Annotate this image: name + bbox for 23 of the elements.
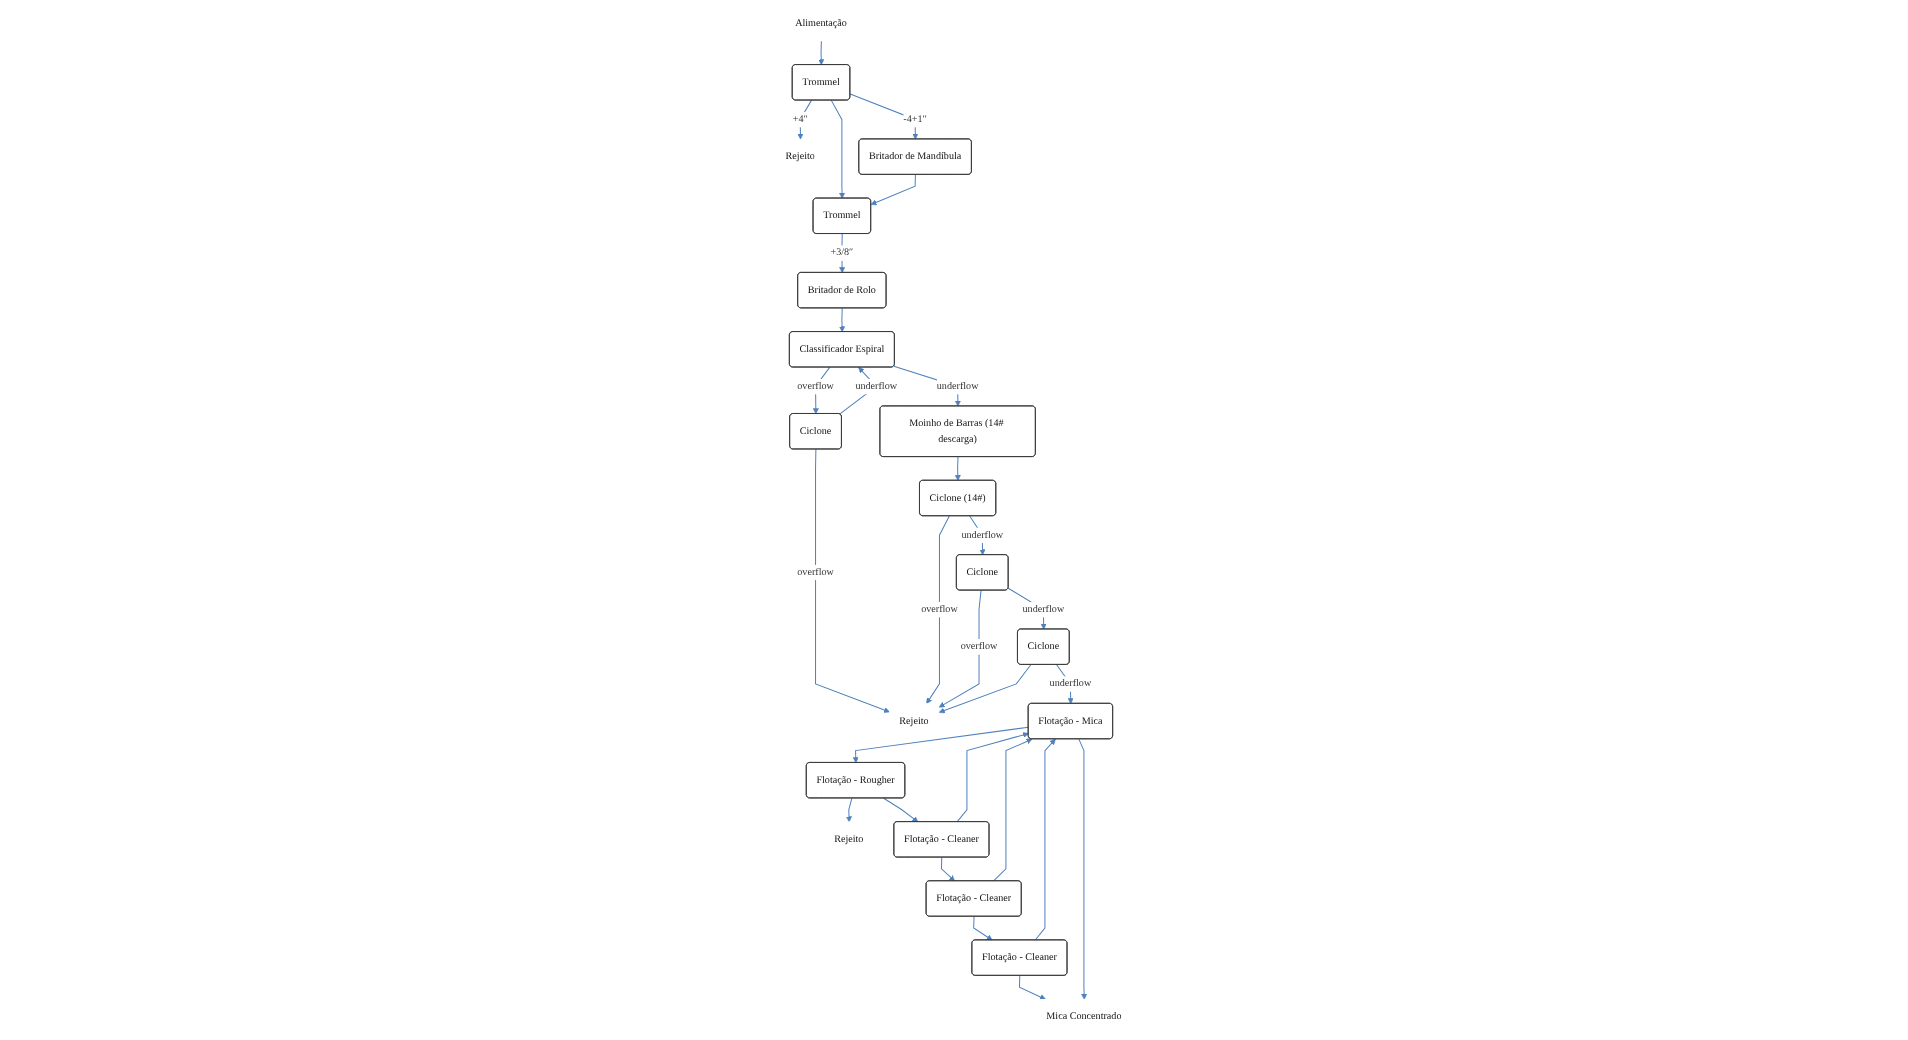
- arrow: [1008, 587, 1048, 630]
- arrow: [893, 365, 962, 407]
- arrow: [993, 738, 1033, 882]
- arrow: [1078, 738, 1088, 1000]
- arrow: [1035, 738, 1057, 941]
- arrow: [883, 797, 919, 823]
- arrow: [846, 797, 853, 823]
- arrow: [973, 916, 994, 941]
- arrow: [815, 448, 891, 713]
- arrow: [831, 99, 846, 199]
- arrow: [969, 515, 986, 556]
- arrow: [853, 726, 1030, 764]
- arrow: [871, 174, 917, 206]
- arrow: [926, 515, 951, 704]
- arrow: [957, 732, 1030, 823]
- arrow: [941, 856, 956, 882]
- arrow: [1019, 975, 1047, 1000]
- arrow: [939, 589, 983, 708]
- arrow: [818, 40, 825, 66]
- arrow: [939, 664, 1032, 714]
- arrow: [955, 456, 962, 481]
- arrow: [839, 307, 846, 333]
- arrow: [850, 93, 919, 140]
